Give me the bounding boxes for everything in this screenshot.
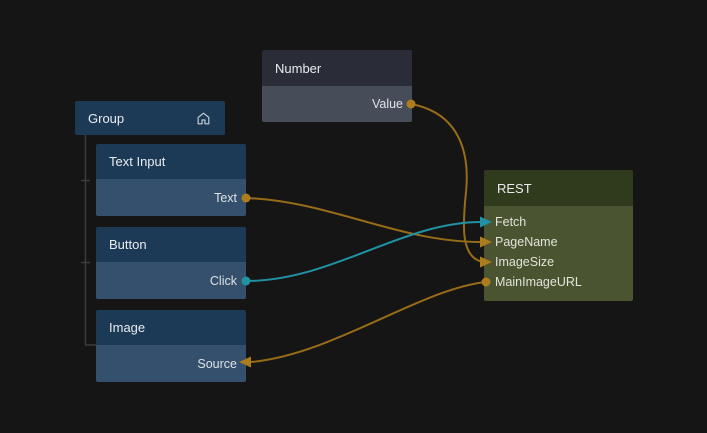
node-rest-title: REST (497, 180, 532, 196)
port-rest-mainimageurl[interactable]: MainImageURL (484, 272, 633, 292)
node-number-title: Number (275, 60, 322, 76)
wire-mainimageurl-to-source[interactable] (250, 281, 487, 363)
port-label-text: Text (214, 190, 237, 205)
node-text-input-header[interactable]: Text Input (96, 144, 246, 179)
port-label-source: Source (197, 356, 237, 371)
node-text-input-title: Text Input (109, 154, 166, 169)
port-number-value[interactable]: Value (262, 86, 412, 122)
node-number[interactable]: Number Value (262, 50, 412, 122)
port-label-fetch: Fetch (495, 215, 527, 229)
node-text-input[interactable]: Text Input Text (96, 144, 246, 216)
port-rest-fetch[interactable]: Fetch (484, 212, 633, 232)
node-image[interactable]: Image Source (96, 310, 246, 382)
port-text-input-text[interactable]: Text (96, 179, 246, 216)
group-bracket-line (84, 135, 96, 346)
node-rest-header[interactable]: REST (484, 170, 633, 206)
node-rest[interactable]: REST Fetch PageName ImageSize MainImageU… (484, 170, 633, 301)
wire-text-to-pagename[interactable] (245, 197, 482, 243)
node-group-title: Group (88, 110, 125, 126)
port-button-click[interactable]: Click (96, 262, 246, 299)
wire-click-to-fetch[interactable] (245, 221, 482, 282)
port-rest-imagesize[interactable]: ImageSize (484, 252, 633, 272)
port-image-source[interactable]: Source (96, 345, 246, 382)
port-label-imagesize: ImageSize (495, 255, 555, 269)
node-rest-body: Fetch PageName ImageSize MainImageURL (484, 206, 633, 301)
port-label-mainimageurl: MainImageURL (495, 275, 582, 289)
port-label-pagename: PageName (495, 235, 558, 249)
wire-value-to-imagesize[interactable] (410, 103, 482, 263)
node-button-title: Button (109, 237, 147, 252)
node-image-title: Image (109, 320, 146, 335)
home-icon (197, 112, 210, 124)
node-button[interactable]: Button Click (96, 227, 246, 299)
node-number-header[interactable]: Number (262, 50, 412, 86)
node-image-header[interactable]: Image (96, 310, 246, 345)
node-group-header[interactable]: Group (75, 101, 225, 135)
node-button-header[interactable]: Button (96, 227, 246, 262)
node-group[interactable]: Group (75, 101, 225, 135)
port-rest-pagename[interactable]: PageName (484, 232, 633, 252)
port-label-click: Click (209, 273, 237, 288)
port-label-value: Value (371, 97, 403, 111)
